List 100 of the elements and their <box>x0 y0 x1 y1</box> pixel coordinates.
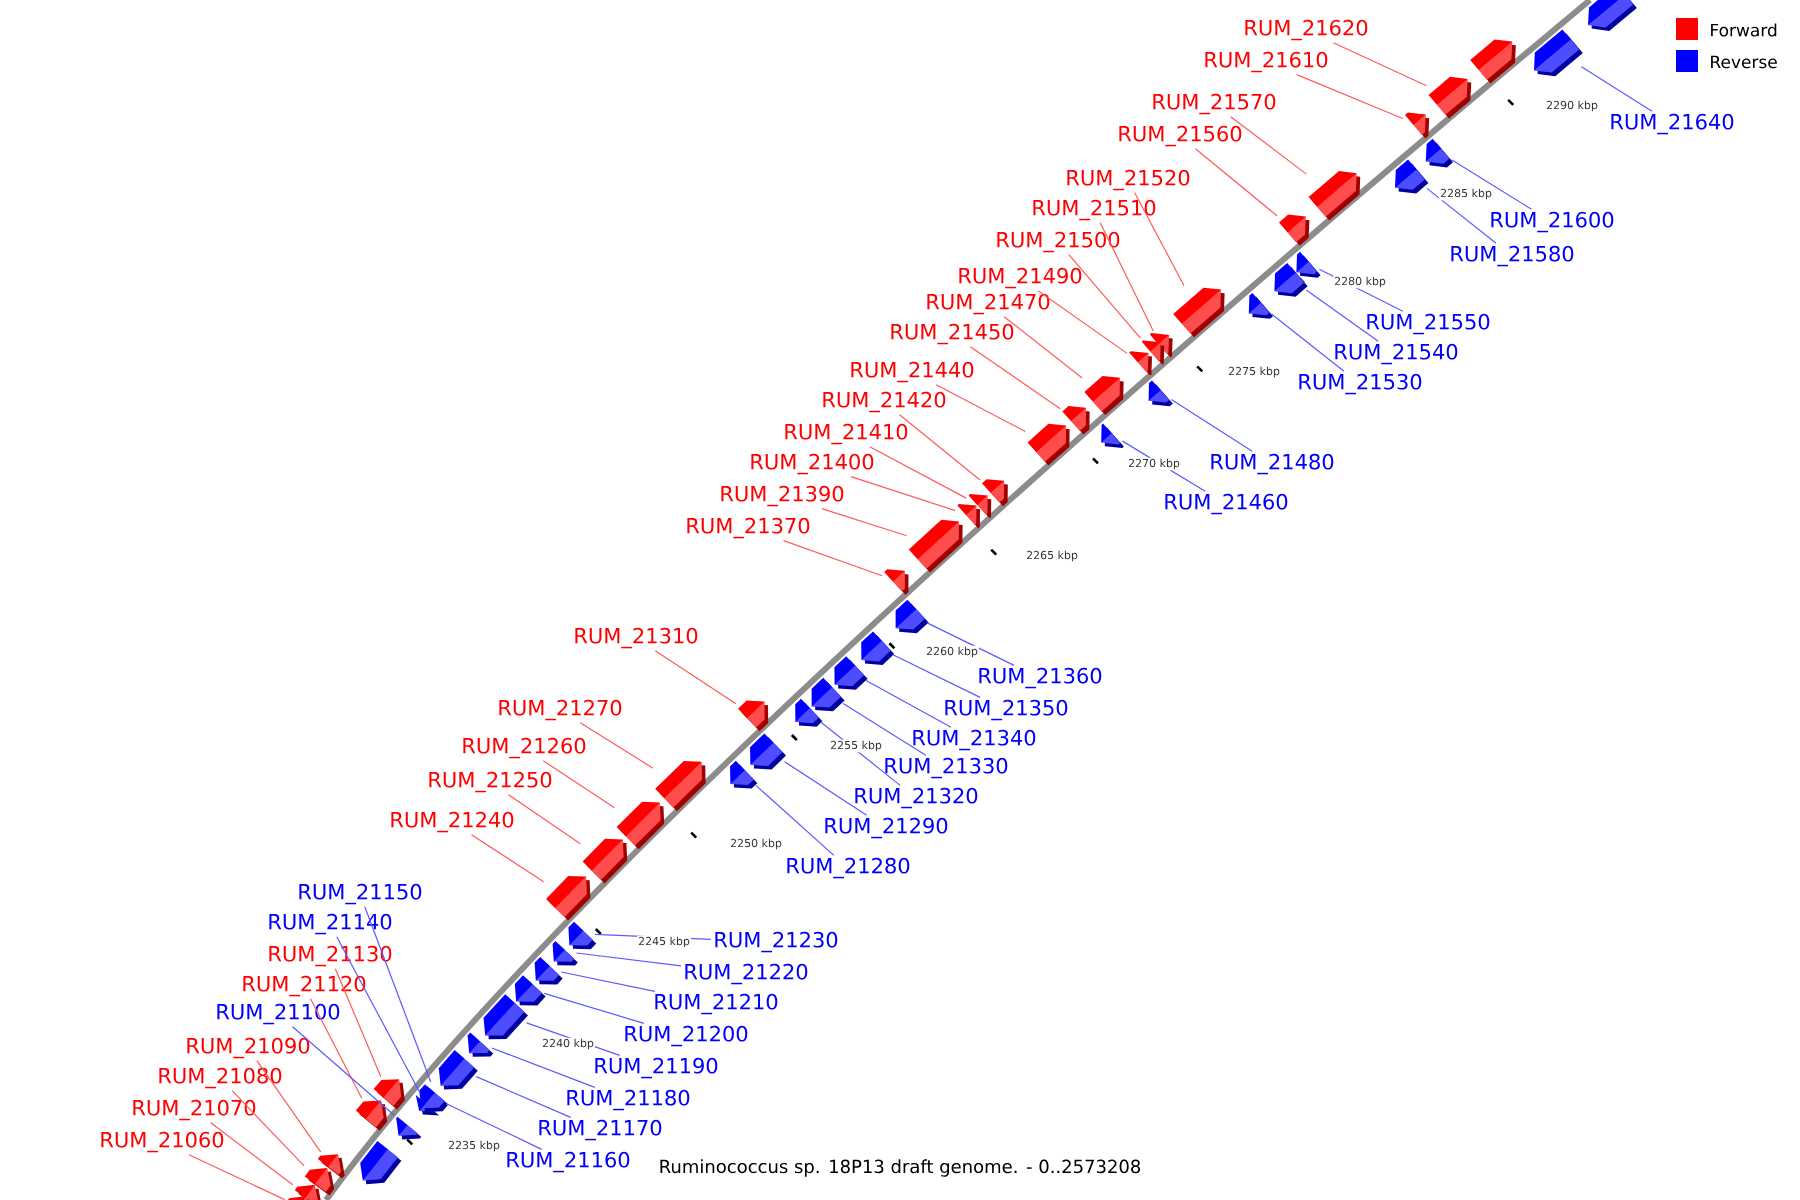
gene-label: RUM_21500 <box>997 231 1120 253</box>
leader-line <box>291 1026 395 1116</box>
leader-line <box>1332 42 1428 87</box>
leader-line <box>470 834 545 883</box>
gene-block <box>1062 406 1090 435</box>
gene-block <box>1534 29 1583 77</box>
gene-label: RUM_21410 <box>785 423 908 445</box>
gene-block <box>1084 376 1124 415</box>
leader-line <box>935 384 1026 433</box>
gene-label: RUM_21580 <box>1451 245 1574 267</box>
gene-label: RUM_21460 <box>1165 493 1288 515</box>
gene-block <box>957 504 980 529</box>
gene-block <box>1101 423 1124 448</box>
leader-line <box>210 1122 294 1186</box>
gene-label: RUM_21570 <box>1153 93 1276 115</box>
leader-line <box>1270 313 1345 372</box>
leader-line <box>309 998 363 1099</box>
leader-line <box>1037 290 1128 354</box>
leader-line <box>1003 316 1083 379</box>
gene-label: RUM_21620 <box>1245 19 1368 41</box>
gene-block <box>795 698 823 727</box>
gene-label: RUM_21210 <box>655 993 778 1015</box>
gene-block <box>546 876 591 921</box>
gene-block <box>396 1116 422 1140</box>
gene-label: RUM_21220 <box>685 963 808 985</box>
leader-line <box>926 622 1015 666</box>
leader-line <box>1134 192 1185 287</box>
gene-label: RUM_21320 <box>855 787 978 809</box>
leader-line <box>850 476 956 512</box>
gene-label: RUM_21160 <box>507 1151 630 1173</box>
gene-block <box>568 921 597 950</box>
gene-block <box>582 838 628 884</box>
gene-label: RUM_21260 <box>463 737 586 759</box>
gene-label: RUM_21250 <box>429 771 552 793</box>
gene-block <box>1129 351 1152 376</box>
leader-line <box>1305 289 1379 342</box>
leader-line <box>1296 74 1404 120</box>
gene-block <box>895 599 929 634</box>
gene-label: RUM_21340 <box>913 729 1036 751</box>
gene-label: RUM_21540 <box>1335 343 1458 365</box>
gene-label: RUM_21510 <box>1033 199 1156 221</box>
gene-label: RUM_21360 <box>979 667 1102 689</box>
gene-block <box>483 994 528 1040</box>
gene-block <box>1308 171 1361 221</box>
gene-block <box>908 519 963 573</box>
leader-line <box>892 654 981 698</box>
gene-label: RUM_21390 <box>721 485 844 507</box>
gene-block <box>467 1032 494 1057</box>
gene-label: RUM_21290 <box>825 817 948 839</box>
leader-line <box>475 1076 572 1118</box>
gene-label: RUM_21310 <box>575 627 698 649</box>
leader-line <box>842 702 927 756</box>
gene-block <box>1470 39 1516 84</box>
gene-block <box>1274 263 1308 297</box>
gene-block <box>1027 423 1070 466</box>
gene-label: RUM_21270 <box>499 699 622 721</box>
gene-label: RUM_21600 <box>1491 211 1614 233</box>
gene-label: RUM_21610 <box>1205 51 1328 73</box>
leader-line <box>579 722 654 769</box>
gene-block <box>438 1050 478 1090</box>
gene-label: RUM_21100 <box>217 1003 340 1025</box>
leader-line <box>231 1090 305 1167</box>
leader-line <box>1099 222 1154 332</box>
leader-line <box>256 1060 322 1153</box>
leader-line <box>1194 148 1278 217</box>
leader-line <box>560 971 656 992</box>
gene-label: RUM_21190 <box>595 1057 718 1079</box>
gene-label: RUM_21240 <box>391 811 514 833</box>
gene-label: RUM_21350 <box>945 699 1068 721</box>
leader-line <box>336 936 421 1094</box>
gene-label: RUM_21120 <box>243 975 366 997</box>
gene-block <box>1248 293 1273 319</box>
leader-line <box>654 650 737 705</box>
gene-label: RUM_21480 <box>1211 453 1334 475</box>
gene-label: RUM_21200 <box>625 1025 748 1047</box>
gene-label: RUM_21490 <box>959 267 1082 289</box>
leader-line <box>1580 66 1653 112</box>
gene-block <box>834 656 868 690</box>
gene-label: RUM_21550 <box>1367 313 1490 335</box>
leader-line <box>865 679 952 728</box>
leader-line <box>1230 116 1307 175</box>
gene-label: RUM_21400 <box>751 453 874 475</box>
gene-block <box>514 975 546 1006</box>
gene-block <box>750 733 786 770</box>
gene-label: RUM_21080 <box>159 1067 282 1089</box>
gene-block <box>1405 112 1430 139</box>
gene-block <box>1588 0 1637 31</box>
gene-label: RUM_21280 <box>787 857 910 879</box>
gene-block <box>1425 138 1453 168</box>
gene-label: RUM_21070 <box>133 1099 256 1121</box>
leader-line <box>491 1047 596 1088</box>
gene-block <box>738 700 769 732</box>
gene-label: RUM_21520 <box>1067 169 1190 191</box>
gene-label: RUM_21370 <box>687 517 810 539</box>
gene-block <box>1296 251 1321 278</box>
gene-label: RUM_21420 <box>823 391 946 413</box>
leader-line <box>445 1103 543 1150</box>
gene-label: RUM_21180 <box>567 1089 690 1111</box>
gene-block <box>861 631 895 665</box>
leader-line <box>575 952 682 967</box>
